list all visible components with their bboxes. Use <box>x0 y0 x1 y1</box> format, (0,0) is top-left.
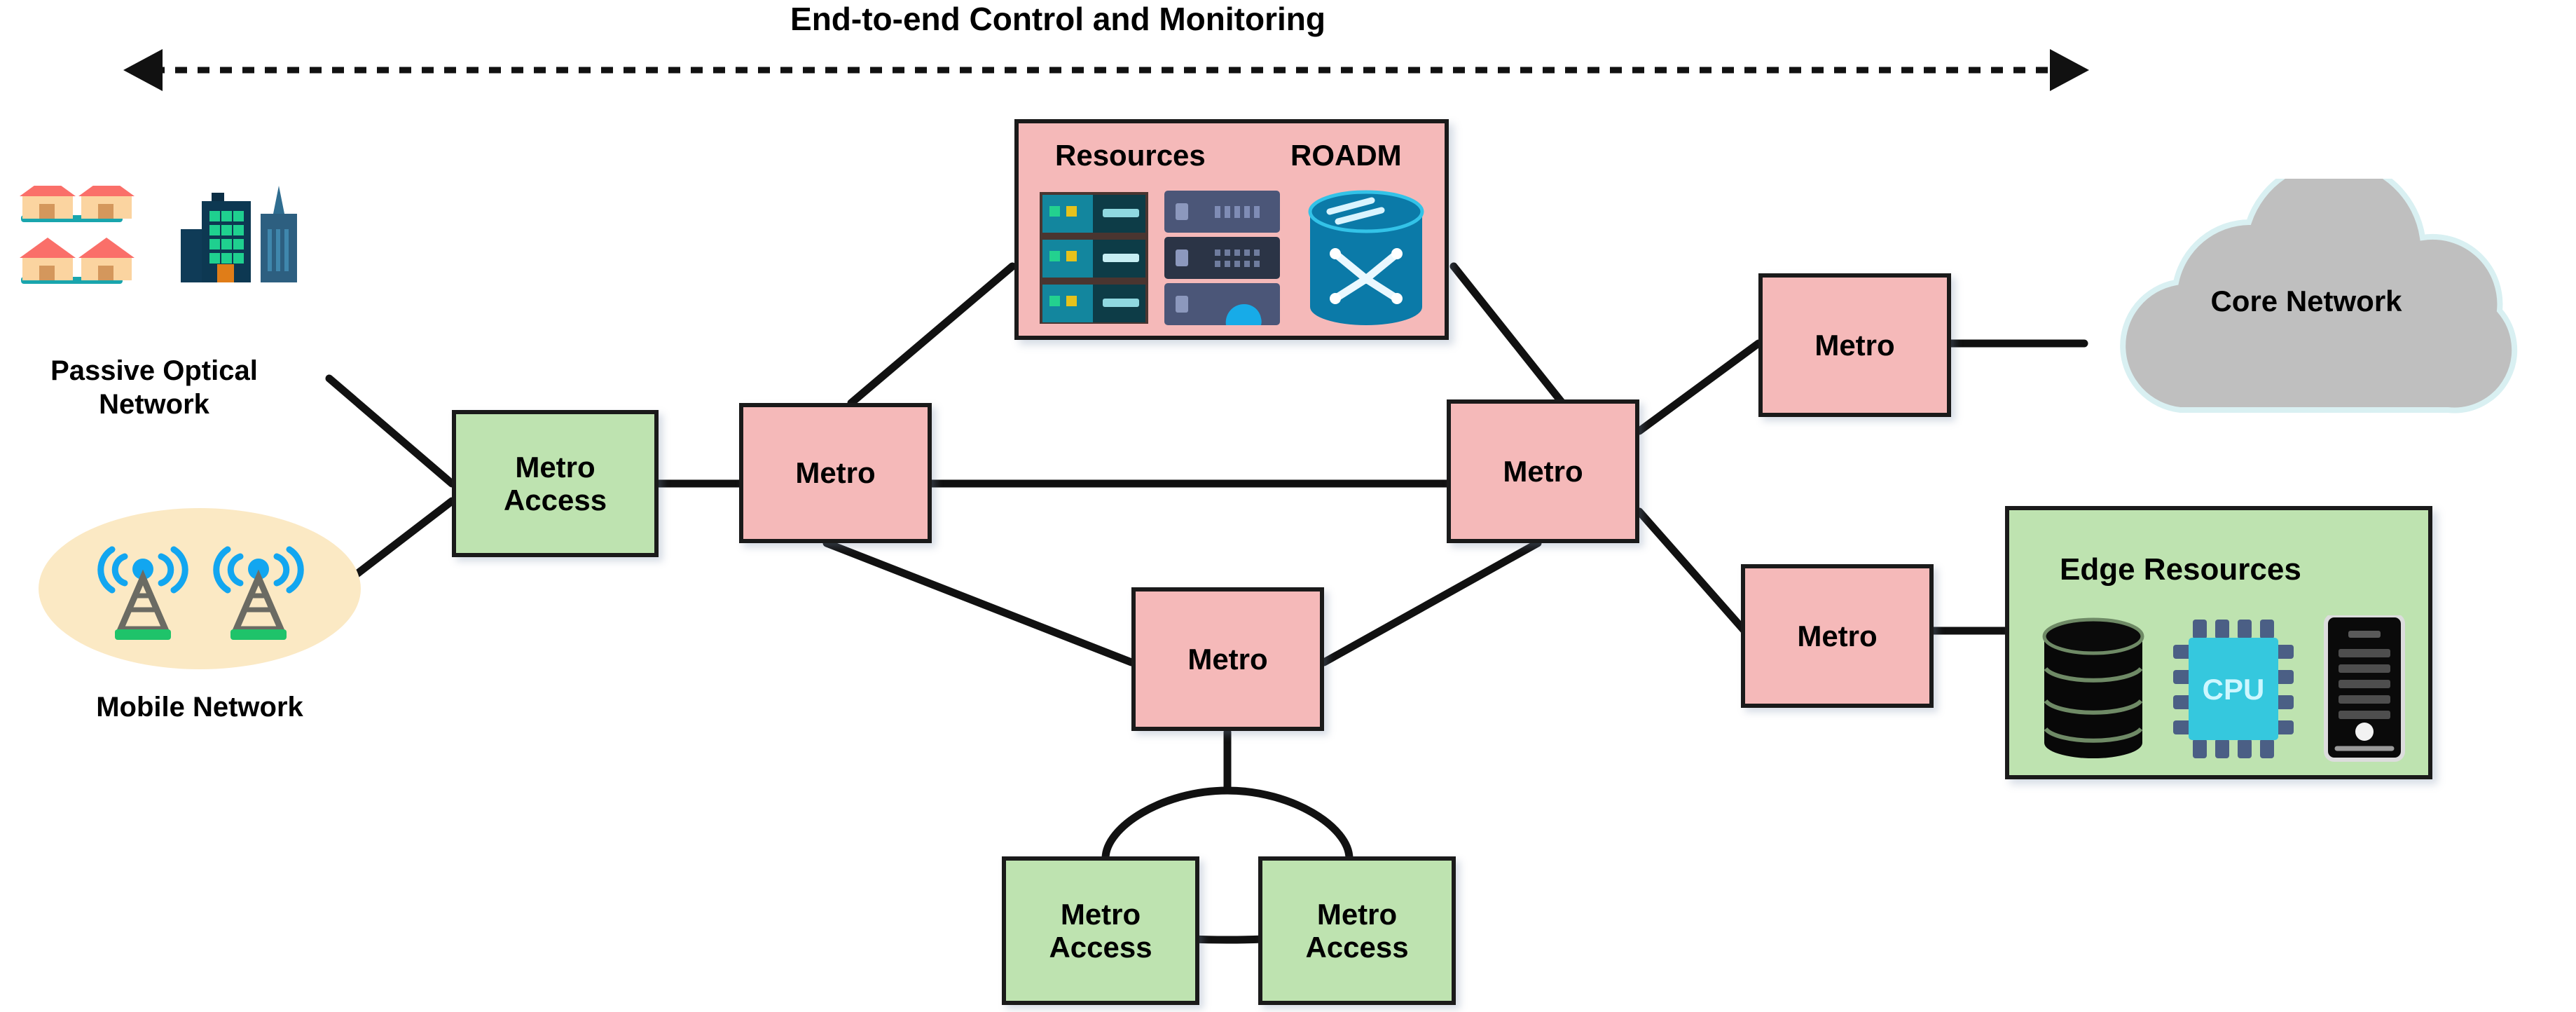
link-metroleft-resources <box>847 262 1017 407</box>
cell-tower-icon <box>213 546 304 640</box>
link-metroright-metrotopright <box>1635 339 1763 435</box>
node-label-line2: Access <box>503 484 607 517</box>
double-headed-dotted-arrow <box>123 49 2089 91</box>
metro-bottom[interactable]: Metro <box>1131 587 1324 731</box>
metro-top-right[interactable]: Metro <box>1758 273 1951 417</box>
house-icon <box>20 238 76 280</box>
city-buildings-icon <box>181 186 297 282</box>
house-icon <box>20 176 76 219</box>
node-label-line2: Access <box>1049 931 1152 964</box>
node-label-line1: Metro <box>1316 897 1398 931</box>
link-pon-metroaccess <box>325 374 456 488</box>
node-label-line1: Metro <box>1797 619 1878 652</box>
metro-access-left[interactable]: Metro Access <box>452 410 659 557</box>
cell-tower-icon <box>97 546 188 640</box>
pon-label-line1: Passive Optical Network <box>50 355 258 420</box>
edge-resources-title: Edge Resources <box>2060 552 2301 587</box>
metro-access-bottom-left[interactable]: Metro Access <box>1002 856 1199 1005</box>
pon-icon-cluster <box>20 176 297 284</box>
node-label-line1: Metro <box>1187 642 1268 676</box>
resources-roadm-icons <box>1040 190 1424 325</box>
node-label-line1: Metro <box>1814 328 1895 362</box>
node-label-line1: Metro <box>1503 454 1583 488</box>
database-icon <box>2042 617 2144 758</box>
mobile-network-icons <box>97 546 304 640</box>
node-label-line1: Metro <box>1060 897 1141 931</box>
node-label-line2: Access <box>1305 931 1409 964</box>
diagram-title: End-to-end Control and Monitoring <box>790 1 1325 37</box>
edge-resources-icons: CPU <box>2042 615 2405 762</box>
metro-left[interactable]: Metro <box>739 403 932 543</box>
link-mobile-metroaccess <box>343 497 456 586</box>
roadm-cylinder-icon <box>1308 190 1424 325</box>
metro-bottom-right[interactable]: Metro <box>1741 564 1934 708</box>
core-network-cloud[interactable]: Core Network <box>2075 158 2576 431</box>
passive-optical-network-icons <box>14 176 343 336</box>
passive-optical-network-label: Passive Optical Network <box>0 354 308 421</box>
link-arc-right <box>1223 786 1354 863</box>
resources-title: Resources <box>1055 139 1206 172</box>
server-rack-icon <box>1040 192 1148 324</box>
mobile-network-ellipse <box>39 508 361 669</box>
mobile-network-label: Mobile Network <box>96 692 303 723</box>
cpu-icon: CPU <box>2173 620 2294 758</box>
server-stack-cloud-icon <box>1164 191 1280 325</box>
link-metrobottom-metroright <box>1320 539 1542 666</box>
node-label-line1: Metro <box>795 456 876 490</box>
server-tower-icon <box>2324 615 2405 762</box>
house-icon <box>78 176 135 219</box>
link-metroleft-metrobottom <box>822 539 1136 666</box>
metro-access-bottom-right[interactable]: Metro Access <box>1258 856 1456 1005</box>
resources-roadm-panel[interactable]: Resources ROADM <box>1014 119 1449 340</box>
house-icon <box>78 238 135 280</box>
link-metroright-metrobottomright <box>1635 507 1749 635</box>
link-arc-left <box>1101 786 1232 863</box>
node-label-line1: Metro <box>515 450 595 484</box>
edge-resources-panel[interactable]: Edge Resources <box>2005 506 2432 779</box>
roadm-title: ROADM <box>1290 139 1402 172</box>
cpu-label: CPU <box>2203 673 2265 706</box>
core-network-label: Core Network <box>2210 285 2402 317</box>
metro-right[interactable]: Metro <box>1447 399 1639 543</box>
link-resources-metroright <box>1449 262 1580 425</box>
